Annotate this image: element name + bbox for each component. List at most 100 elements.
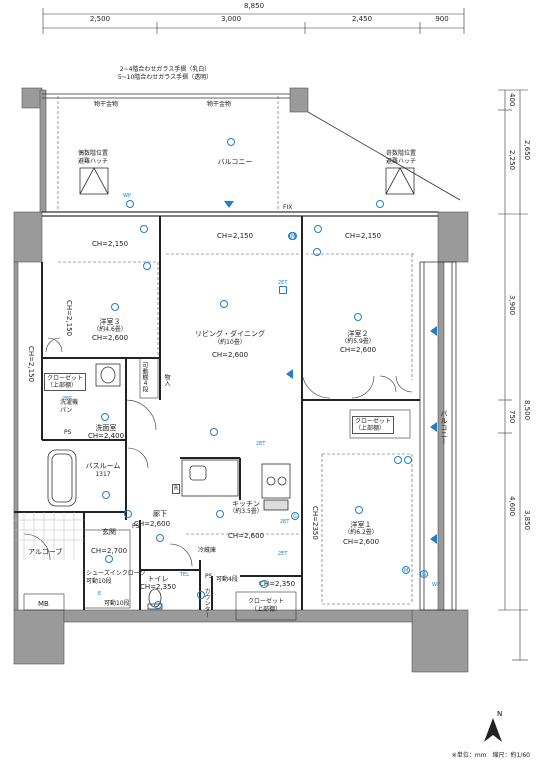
room-toilet-ch: CH=2,350 — [139, 583, 177, 591]
room-hallway-ch: CH=2,600 — [133, 520, 171, 528]
closet-bottom-label: クローゼット （上部棚） — [247, 598, 285, 613]
tel-tag: TEL — [180, 572, 189, 578]
outlet-icon — [124, 510, 132, 518]
outlet-icon — [376, 200, 384, 208]
room-entrance-name: 玄関 — [102, 528, 116, 536]
right-dim-2: 2,650 — [523, 140, 531, 161]
doors — [23, 337, 413, 567]
light-icon — [210, 428, 218, 436]
right-dimension-lines — [498, 89, 528, 661]
evac-hatches — [79, 167, 415, 195]
light-icon — [260, 580, 268, 588]
room-washroom-name: 洗面室 — [95, 424, 117, 432]
right-dim-6: 4,600 — [508, 496, 516, 517]
top-dim-1: 2,500 — [89, 15, 111, 23]
top-dim-4: 900 — [435, 15, 449, 23]
ps-label-2: PS — [132, 523, 140, 530]
washbasin — [95, 363, 121, 387]
wp-tag: WP — [123, 193, 131, 199]
light-icon — [216, 510, 224, 518]
room-ldk-ch: CH=2,600 — [211, 351, 249, 359]
switch-icon — [143, 262, 151, 270]
light-icon — [355, 506, 363, 514]
movable-shelf-label: 可動棚４段 — [141, 362, 148, 392]
light-icon — [111, 303, 119, 311]
hatch-left-label: 偶数階位置 避難ハッチ — [77, 150, 109, 165]
aircon-triangle-icon — [430, 326, 437, 336]
room-washroom-ch: CH=2,400 — [87, 432, 125, 440]
m-tag: M — [404, 568, 409, 574]
outlet-icon — [154, 601, 162, 609]
outlet-icon — [140, 225, 148, 233]
light-icon — [101, 413, 109, 421]
room-western3-name: 洋室３ — [99, 318, 121, 326]
bathtub — [47, 449, 77, 507]
aircon-triangle-icon — [286, 369, 293, 379]
fridge-label: 冷蔵庫 — [198, 547, 217, 554]
balcony-label: バルコニー — [217, 158, 253, 166]
room-western1-size: （約6.2畳） — [344, 529, 378, 536]
room-kitchen-name: キッチン — [232, 500, 260, 508]
two-et-tag: 2ET — [62, 396, 72, 402]
right-dim-7: 3,850 — [523, 510, 531, 531]
kitchen-counter — [181, 459, 291, 511]
light-icon — [227, 138, 235, 146]
room-bath-name: バスルーム — [85, 462, 121, 470]
switch-icon — [313, 248, 321, 256]
closet-upper-label: クローゼット （上部棚） — [44, 373, 87, 391]
ch-label: CH=2,150 — [65, 300, 73, 337]
side-balcony-label: バルコニー — [440, 410, 448, 445]
right-total-dimension: 8,500 — [523, 400, 531, 421]
room-western2-size: （約5.9畳） — [341, 338, 375, 345]
closet-w1-label: クローゼット （上部棚） — [352, 416, 395, 434]
storage-in-label: 物入 — [163, 374, 170, 386]
room-ldk-name: リビング・ダイニング — [195, 330, 265, 338]
top-dim-3: 2,450 — [351, 15, 373, 23]
ch-label: CH=2,150 — [345, 232, 382, 240]
shelf-marks — [23, 357, 411, 621]
room-ldk-size: （約10畳） — [214, 339, 246, 346]
room-toilet-name: トイレ — [147, 575, 169, 583]
entrance-grid — [14, 512, 84, 560]
balcony-rails — [42, 93, 461, 611]
outlet-icon — [404, 456, 412, 464]
meter-icon — [402, 566, 410, 574]
ch-label: CH=2,150 — [217, 232, 254, 240]
outlet-icon — [394, 456, 402, 464]
hatch-right-label: 奇数階位置 避難ハッチ — [385, 150, 417, 165]
movable-shelf-4b-label: 可動4段 — [216, 576, 238, 583]
structural-walls — [13, 87, 469, 673]
glass-rail-note-1: 2~4階合わせガラス手摺（乳白） — [119, 66, 211, 73]
hanger-right-label: 物干金物 — [206, 101, 232, 108]
right-dim-4: 3,900 — [508, 295, 516, 316]
window-wall — [42, 211, 438, 217]
gas-outlet-icon — [291, 512, 299, 520]
two-et-tag: 2ET — [278, 280, 288, 286]
top-dim-2: 3,000 — [220, 15, 242, 23]
outlet-icon — [314, 225, 322, 233]
two-et-tag: 2ET — [256, 441, 266, 447]
top-dimension-lines — [42, 8, 465, 34]
g-tag: G — [422, 572, 426, 578]
svg-text:N: N — [497, 710, 502, 718]
room-western1-name: 洋室１ — [350, 521, 372, 529]
right-dim-1: 400 — [508, 93, 516, 107]
ps-label-1: PS — [64, 429, 72, 436]
ps-label-3: PS — [205, 573, 213, 580]
ch-label: CH=2,350 — [259, 580, 296, 588]
fix-label: FIX — [283, 204, 293, 211]
two-et-tag: 2ET — [278, 551, 288, 557]
two-et-tag: 2ET — [280, 519, 290, 525]
room-kitchen-ch: CH=2,600 — [227, 532, 265, 540]
light-icon — [105, 555, 113, 563]
room-alcove-name: アルコーブ — [28, 548, 63, 556]
hanger-left-label: 物干金物 — [93, 101, 119, 108]
movable-shelf-10-label: 可動10段 — [104, 600, 130, 607]
room-western2-ch: CH=2,600 — [339, 346, 377, 354]
right-dim-5: 750 — [508, 410, 516, 424]
wp-tag: WP — [432, 582, 440, 588]
light-icon — [354, 313, 362, 321]
g-tag: G — [293, 514, 297, 520]
mb-label: MB — [38, 600, 49, 608]
